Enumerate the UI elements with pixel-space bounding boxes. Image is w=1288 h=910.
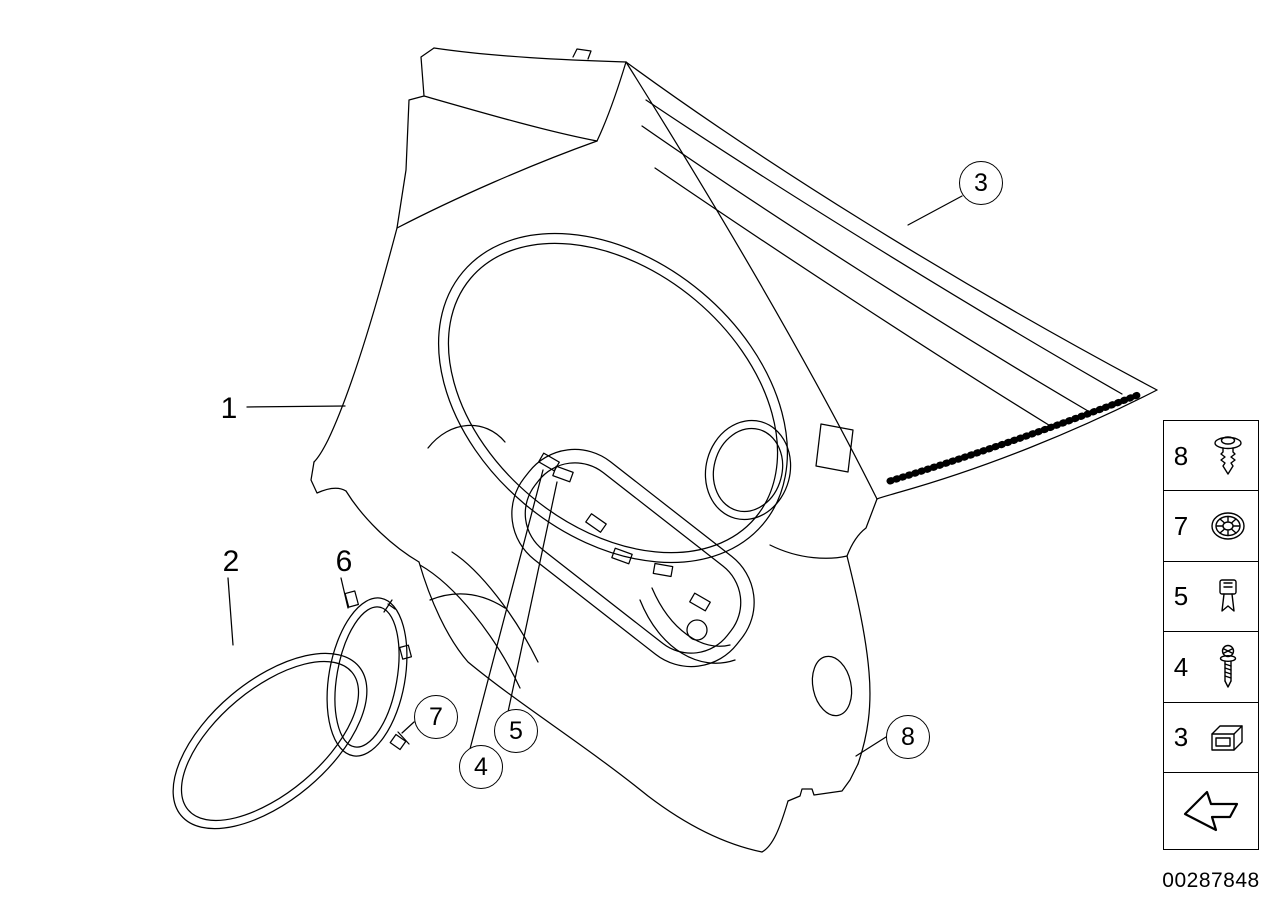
retaining-clip-icon <box>1198 573 1258 621</box>
legend-item-label: 8 <box>1173 440 1189 471</box>
fastener-legend: 8 7 5 <box>1163 420 1259 851</box>
lateral-trim-panel-part <box>310 227 878 853</box>
expanding-rivet-icon <box>1198 432 1258 480</box>
leader-lines <box>227 195 963 757</box>
pillar-trim-part <box>625 61 1158 500</box>
leader-line-8 <box>855 736 887 757</box>
leader-line-2 <box>227 577 234 646</box>
callout-2[interactable]: 2 <box>222 545 240 578</box>
callout-1[interactable]: 1 <box>220 392 238 425</box>
leader-line-1 <box>246 405 346 408</box>
legend-item-label: 7 <box>1173 510 1189 541</box>
callout-4[interactable]: 4 <box>459 745 503 789</box>
legend-item-8[interactable]: 8 <box>1163 420 1259 492</box>
leader-line-3 <box>907 195 963 226</box>
callout-8[interactable]: 8 <box>886 715 930 759</box>
leader-line-7 <box>401 721 415 734</box>
legend-item-3[interactable]: 3 <box>1163 701 1259 774</box>
leader-line-5 <box>507 481 558 713</box>
legend-item-4[interactable]: 4 <box>1163 631 1259 704</box>
grommet-icon <box>1198 502 1258 550</box>
direction-arrow-cell <box>1163 772 1259 851</box>
callout-5[interactable]: 5 <box>494 709 538 753</box>
speaker-ring-part <box>326 590 413 757</box>
roof-strip-part <box>396 47 627 229</box>
clamp-retainer-icon <box>1198 714 1258 762</box>
part-number: 00287848 <box>1162 869 1260 892</box>
speaker-cover-part <box>172 652 368 830</box>
legend-item-5[interactable]: 5 <box>1163 560 1259 633</box>
legend-item-label: 3 <box>1173 722 1189 753</box>
legend-item-7[interactable]: 7 <box>1163 490 1259 563</box>
leader-line-4 <box>469 469 544 750</box>
callout-6[interactable]: 6 <box>335 545 353 578</box>
leader-line-6 <box>340 577 349 609</box>
callout-3[interactable]: 3 <box>959 161 1003 205</box>
screw-icon <box>1198 643 1258 691</box>
legend-item-label: 5 <box>1173 581 1189 612</box>
legend-item-label: 4 <box>1173 651 1189 682</box>
callout-7[interactable]: 7 <box>414 695 458 739</box>
direction-arrow-icon <box>1164 784 1258 838</box>
